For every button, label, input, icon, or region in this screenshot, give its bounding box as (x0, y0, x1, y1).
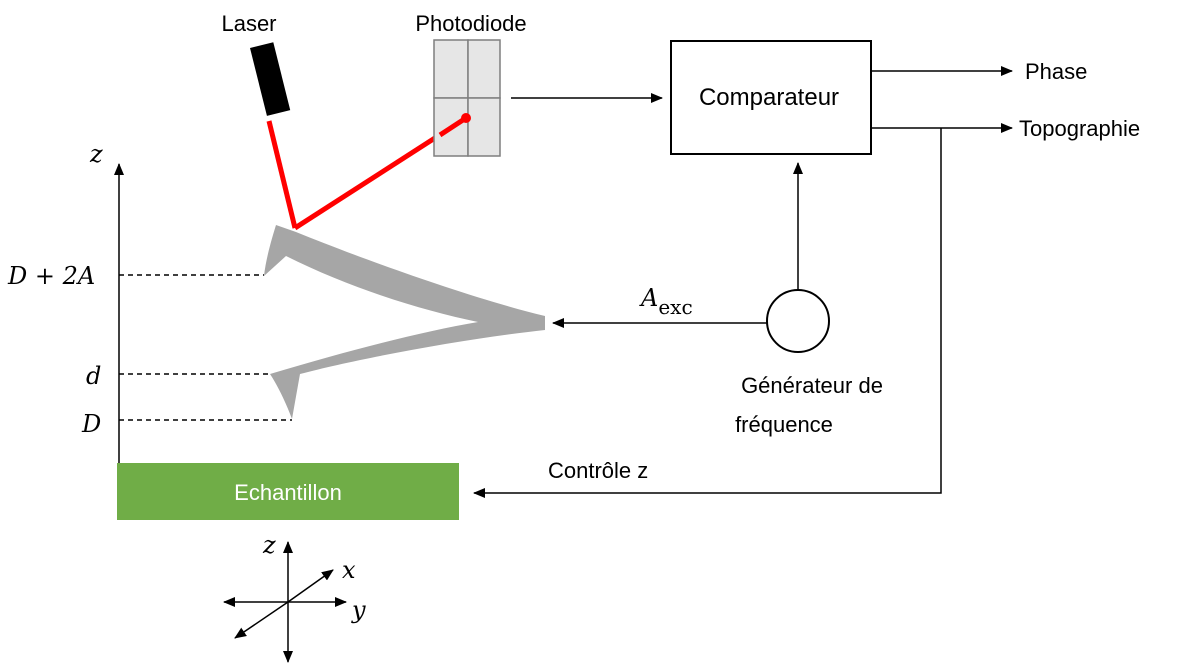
comparator-group: Comparateur (670, 40, 872, 155)
sample-block (117, 463, 459, 520)
laser-group: Laser (221, 11, 471, 231)
generator-circle (766, 289, 830, 353)
excitation-main: A (639, 284, 658, 312)
level-label-high: D + 2A (7, 262, 95, 290)
triad-y-label: y (351, 596, 366, 624)
laser-beam-overlay (438, 115, 468, 138)
phase-label: Phase (1025, 59, 1087, 84)
laser-label: Laser (221, 11, 276, 36)
laser-beam-incident (266, 120, 298, 229)
photodiode-cell-br (467, 97, 501, 157)
coordinate-triad: z x y (223, 531, 366, 663)
photodiode-cell-tr (467, 39, 501, 99)
generator-group: Générateur de fréquence (735, 289, 883, 437)
generator-label-line2: fréquence (735, 412, 833, 437)
z-axis-label: z (89, 140, 103, 168)
comparator-label: Comparateur (699, 84, 839, 111)
z-control-label: Contrôle z (548, 458, 648, 483)
triad-x-axis-back (234, 601, 289, 639)
level-label-d: d (86, 362, 101, 390)
photodiode-cell-tl (433, 39, 469, 99)
photodiode-group: Photodiode (415, 11, 527, 157)
sample-label: Echantillon (234, 480, 342, 505)
generator-label-line1: Générateur de (741, 373, 883, 398)
sample-group: Echantillon (117, 463, 459, 520)
excitation-sub: exc (658, 295, 692, 319)
comparator-box (670, 40, 872, 155)
photodiode-label: Photodiode (415, 11, 526, 36)
triad-x-axis-fwd (287, 569, 334, 603)
cantilever (264, 225, 545, 419)
triad-z-label: z (262, 531, 276, 559)
triad-x-label: x (342, 556, 356, 584)
topography-label: Topographie (1019, 116, 1140, 141)
laser-spot-overlay (461, 113, 471, 123)
laser-body (250, 42, 291, 116)
feedback-line (473, 128, 942, 498)
level-label-D: D (81, 410, 101, 438)
excitation-label: Aexc (639, 284, 693, 319)
